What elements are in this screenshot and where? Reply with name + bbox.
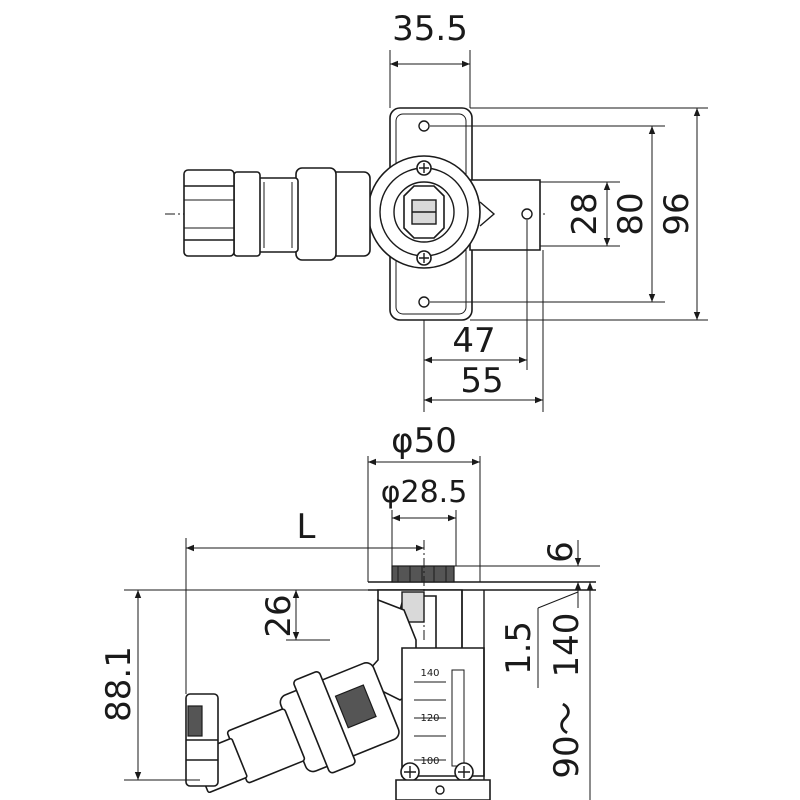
- scale-ticks: [414, 681, 446, 761]
- top-flange: [391, 565, 455, 583]
- plate-hole-top: [418, 120, 430, 132]
- valve-body-inner: [393, 181, 455, 243]
- dim-55: 55: [460, 361, 503, 401]
- dim-88-1: 88.1: [99, 646, 139, 722]
- dim-96: 96: [657, 192, 697, 235]
- dim-140: 140: [547, 613, 587, 678]
- dim-1-5: 1.5: [499, 621, 539, 675]
- top-view: 35.5 28 80 96 47 55: [165, 9, 708, 412]
- dim-47: 47: [452, 321, 495, 361]
- hose-end-dark: [187, 705, 203, 737]
- dim-35-5: 35.5: [392, 9, 468, 49]
- side-view: 140 120 100 φ50 φ28.5 L 6 26: [99, 421, 600, 800]
- bracket-tab: [479, 201, 496, 227]
- dim-phi-50: φ50: [391, 421, 457, 461]
- bracket-base: [395, 779, 491, 800]
- dim-80: 80: [611, 192, 651, 235]
- dim-26: 26: [259, 594, 299, 637]
- plate-hole-bottom: [418, 296, 430, 308]
- angled-fitting: [192, 662, 400, 794]
- scale-label-120: 120: [420, 713, 439, 724]
- dim-90: 90～: [547, 701, 587, 778]
- dim-phi-28-5: φ28.5: [381, 475, 468, 510]
- scale-label-140: 140: [420, 668, 439, 679]
- coupler: [233, 171, 261, 257]
- pipe-collar: [295, 167, 337, 261]
- screw-top-cross: [419, 163, 429, 173]
- scale-bracket: [401, 647, 485, 777]
- dim-6: 6: [541, 541, 581, 563]
- dim-28: 28: [565, 192, 605, 235]
- screw-bottom-cross: [419, 253, 429, 263]
- bracket-hole: [521, 208, 533, 220]
- dim-l: L: [297, 507, 316, 547]
- end-nut: [183, 169, 235, 257]
- scale-label-100: 100: [420, 756, 439, 767]
